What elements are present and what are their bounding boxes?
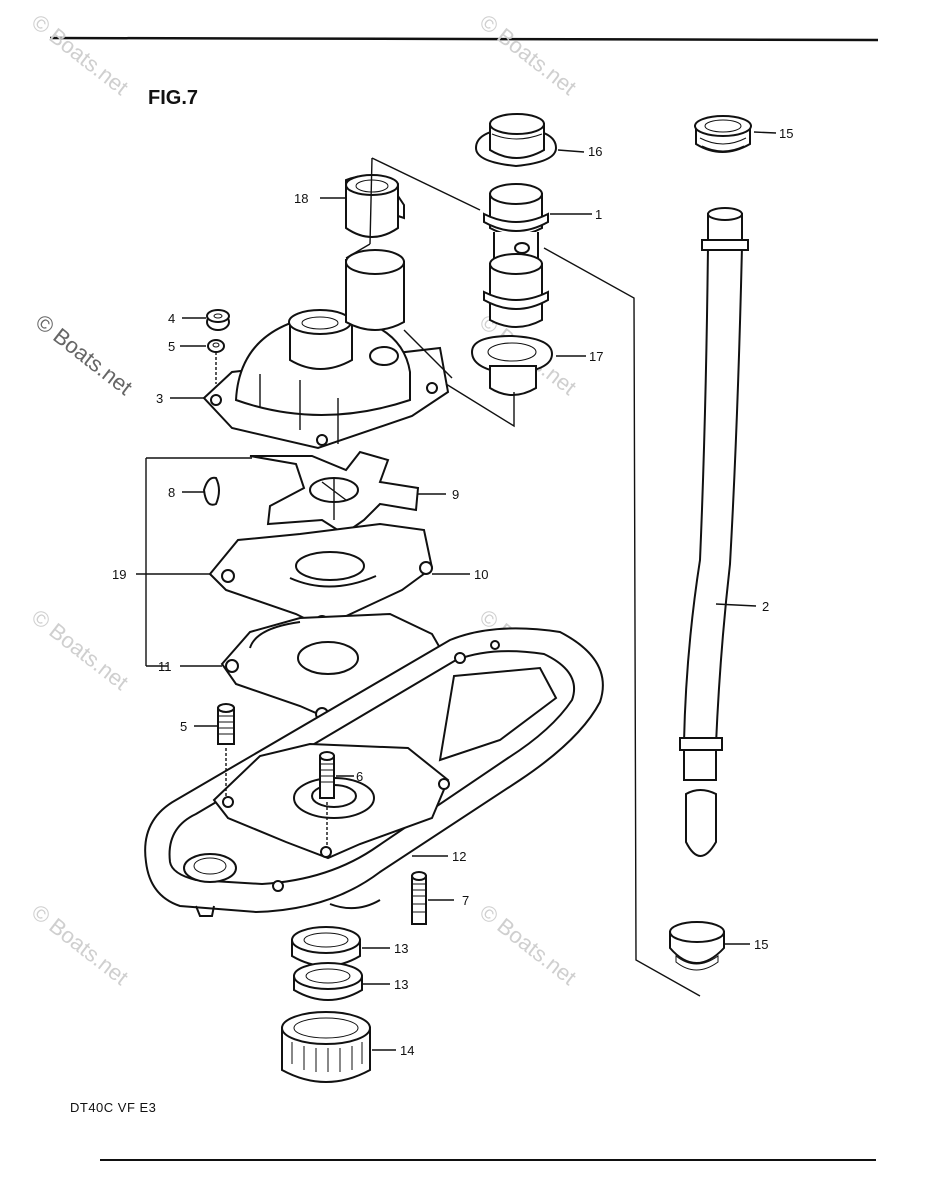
callout-18: 18 (294, 191, 308, 206)
callout-3: 3 (156, 391, 163, 406)
callout-9: 9 (452, 487, 459, 502)
watermark: © Boats.net (31, 309, 137, 400)
leader-lines (136, 131, 777, 1051)
part-18-bushing (345, 174, 405, 238)
part-14-bearing (281, 1011, 371, 1083)
part-15-grommet-lower (470, 334, 554, 396)
callout-15: 16 (588, 144, 602, 159)
part-6-stud (319, 751, 335, 846)
callout-4: 4 (168, 311, 175, 326)
callout-7: 7 (462, 893, 469, 908)
callout-10: 10 (474, 567, 488, 582)
part-7-stud (411, 871, 427, 925)
part-17-grommet (669, 921, 725, 971)
part-4-washer (206, 309, 230, 331)
part-3-pump-case (202, 249, 450, 450)
callout-12: 12 (452, 849, 466, 864)
callout-19: 19 (112, 567, 126, 582)
top-rule (49, 36, 879, 42)
figure-title: FIG.7 (148, 87, 198, 109)
callout-5: 5 (180, 719, 187, 734)
model-code: DT40C VF E3 (70, 1100, 156, 1115)
part-1-water-tube (483, 183, 549, 328)
part-2-water-tube (679, 207, 749, 857)
callout-16: 15 (779, 126, 793, 141)
callout-13: 13 (394, 977, 408, 992)
part-13-seal-lower (293, 962, 363, 1001)
callout-8: 8 (168, 485, 175, 500)
part-9-impeller (249, 450, 420, 536)
callout-14: 14 (400, 1043, 414, 1058)
part-5-washer (207, 339, 225, 353)
part-10-gasket (208, 522, 434, 630)
callout-13: 13 (394, 941, 408, 956)
callout-labels: 18 16 1 17 4 5 3 8 9 19 10 11 2 5 6 12 7… (112, 126, 793, 1058)
callout-1: 1 (595, 207, 602, 222)
watermark: © Boats.net (27, 604, 133, 695)
part-16-grommet (694, 115, 752, 153)
callout-15: 17 (589, 349, 603, 364)
callout-5: 5 (168, 339, 175, 354)
watermark: © Boats.net (27, 9, 133, 100)
callout-17: 15 (754, 937, 768, 952)
part-8-key (202, 476, 220, 506)
part-13-seal-upper (291, 926, 361, 967)
watermark: © Boats.net (475, 899, 581, 990)
part-5-stud (217, 703, 235, 798)
callout-11: 11 (158, 659, 172, 674)
callout-6: 6 (356, 769, 363, 784)
watermark: © Boats.net (27, 899, 133, 990)
part-15-grommet-upper (474, 113, 558, 168)
callout-2: 2 (762, 599, 769, 614)
part-12-base-plate (144, 627, 604, 917)
assembly-lines (145, 157, 701, 997)
watermark: © Boats.net (475, 9, 581, 100)
